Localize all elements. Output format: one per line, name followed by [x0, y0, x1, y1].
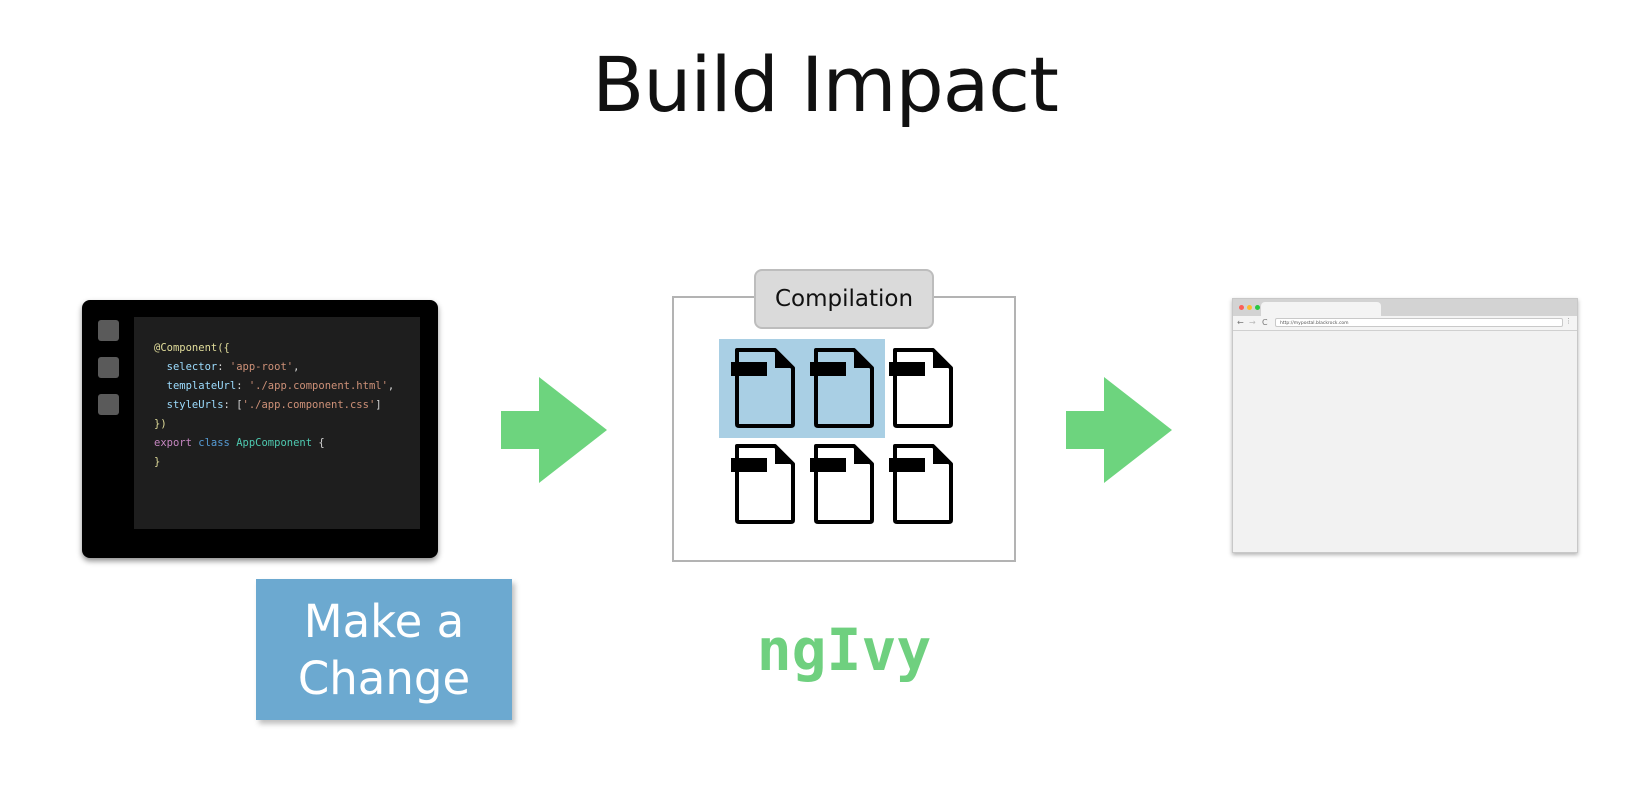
- back-icon: ←: [1237, 318, 1244, 327]
- editor-sidebar-icon: [98, 394, 119, 415]
- code-line: export class AppComponent {: [154, 434, 394, 453]
- code-token: ,: [387, 380, 395, 392]
- code-token: 'app-root': [229, 361, 294, 373]
- minimize-light-icon: [1247, 305, 1252, 310]
- code-editor: @Component({ selector: 'app-root', templ…: [82, 300, 438, 558]
- file-icon: [731, 348, 795, 428]
- browser-tab-strip: [1233, 299, 1577, 316]
- code-token: './app.component.html': [248, 380, 388, 392]
- right-arrow-icon: [1066, 377, 1172, 483]
- code-token: selector: [154, 361, 218, 373]
- code-token: :: [217, 361, 230, 373]
- code-line: }: [154, 453, 394, 472]
- code-token: templateUrl: [154, 380, 237, 392]
- right-arrow-icon: [501, 377, 607, 483]
- code-pane: @Component({ selector: 'app-root', templ…: [134, 317, 420, 529]
- reload-icon: C: [1262, 318, 1268, 327]
- file-icon: [810, 348, 874, 428]
- code-token: :: [236, 380, 249, 392]
- code-token: {: [312, 437, 325, 449]
- code-token: }): [154, 418, 167, 430]
- code-token: class: [198, 437, 230, 449]
- maximize-light-icon: [1255, 305, 1260, 310]
- code-token: @Component({: [154, 342, 230, 354]
- page-title: Build Impact: [592, 40, 1059, 129]
- code-token: ]: [375, 399, 382, 411]
- callout-line-1: Make a: [303, 594, 465, 648]
- forward-icon: →: [1249, 318, 1256, 327]
- code-token: styleUrls: [154, 399, 224, 411]
- ngivy-label: ngIvy: [756, 616, 932, 684]
- make-a-change-callout: Make a Change: [256, 579, 512, 720]
- code-token: AppComponent: [236, 437, 313, 449]
- file-icon: [889, 444, 953, 524]
- code-token: './app.component.css': [242, 399, 376, 411]
- file-icon: [810, 444, 874, 524]
- menu-icon: ⋮: [1565, 317, 1572, 325]
- address-bar: http://mypostal.blackrock.com: [1275, 318, 1563, 327]
- editor-sidebar-icon: [98, 320, 119, 341]
- browser-tab: [1261, 302, 1381, 316]
- code-line: styleUrls: ['./app.component.css']: [154, 396, 394, 415]
- code-token: ,: [293, 361, 300, 373]
- code-line: @Component({: [154, 339, 394, 358]
- compilation-label: Compilation: [754, 269, 934, 329]
- callout-line-2: Change: [297, 651, 471, 705]
- code-token: : [: [223, 399, 243, 411]
- code-line: templateUrl: './app.component.html',: [154, 377, 395, 396]
- code-line: }): [154, 415, 394, 434]
- file-icon: [731, 444, 795, 524]
- close-light-icon: [1239, 305, 1244, 310]
- file-icon: [889, 348, 953, 428]
- browser-toolbar: ← → C http://mypostal.blackrock.com ⋮: [1233, 316, 1577, 331]
- code-token: }: [154, 456, 161, 468]
- code-block: @Component({ selector: 'app-root', templ…: [154, 339, 394, 472]
- editor-sidebar-icon: [98, 357, 119, 378]
- code-line: selector: 'app-root',: [154, 358, 394, 377]
- browser-window: ← → C http://mypostal.blackrock.com ⋮: [1232, 298, 1578, 553]
- code-token: export: [154, 437, 192, 449]
